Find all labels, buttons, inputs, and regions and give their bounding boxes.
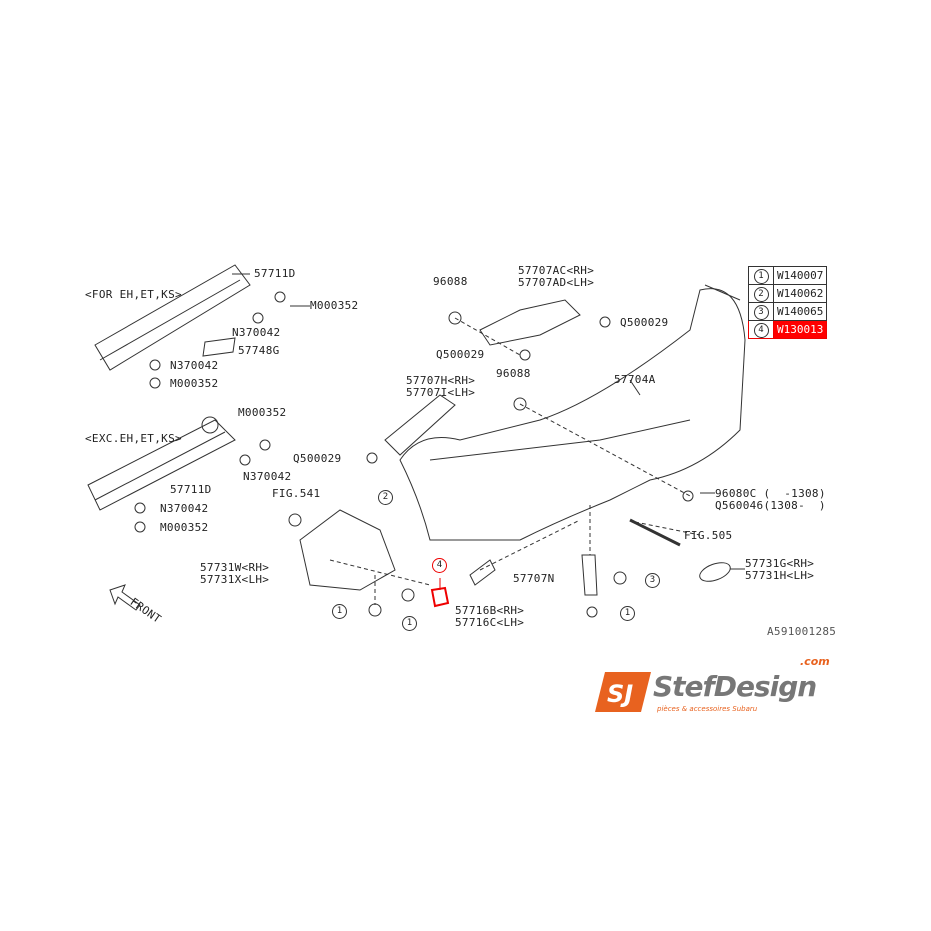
label-n370042-b: N370042	[170, 359, 219, 372]
legend-num-cell: 2	[748, 284, 774, 303]
label-57748g: 57748G	[238, 344, 280, 357]
label-96088-a: 96088	[433, 275, 468, 288]
label-m000352-a: M000352	[310, 299, 359, 312]
label-q560046: Q560046(1308- )	[715, 499, 826, 512]
solid-leaders	[232, 273, 745, 570]
dashed-leaders	[329, 317, 701, 605]
legend-num-cell: 4	[748, 320, 774, 339]
label-m000352-b: M000352	[170, 377, 219, 390]
label-57707ad: 57707AD<LH>	[518, 276, 595, 289]
clip-57716	[469, 559, 496, 586]
front-arrow-icon	[109, 584, 141, 611]
bumper-cover	[399, 288, 746, 541]
label-57707h: 57707H<RH>	[406, 374, 476, 387]
label-96080c: 96080C ( -1308)	[715, 487, 826, 500]
legend-num: 3	[753, 304, 769, 320]
label-m000352-c: M000352	[238, 406, 287, 419]
label-57731w: 57731W<RH>	[200, 561, 270, 574]
highlighted-clip	[430, 586, 450, 608]
label-fig505: FIG.505	[684, 529, 733, 542]
legend-num-cell: 1	[748, 266, 774, 285]
stefdesign-logo: SJ StefDesign .com pièces & accessoires …	[595, 656, 885, 724]
callout-2: 2	[378, 490, 393, 505]
reflector	[699, 562, 731, 582]
label-57731h: 57731H<LH>	[745, 569, 815, 582]
side-bracket	[384, 394, 456, 456]
reinforcement-upper	[94, 264, 251, 371]
legend-code: W130013	[772, 320, 828, 339]
legend-num-cell: 3	[748, 302, 774, 321]
label-q500029-a: Q500029	[620, 316, 669, 329]
logo-sd-badge-icon: SJ	[595, 672, 651, 712]
label-q500029-b: Q500029	[436, 348, 485, 361]
label-for-variant: <FOR EH,ET,KS>	[85, 288, 182, 301]
bumper-bracket-upper	[479, 299, 581, 346]
bumper-edge	[704, 284, 741, 301]
bumper-crease	[429, 419, 691, 461]
label-q500029-c: Q500029	[293, 452, 342, 465]
label-57707n: 57707N	[513, 572, 555, 585]
logo-tagline: pièces & accessoires Subaru	[657, 705, 758, 713]
callout-3: 3	[645, 573, 660, 588]
callout-1: 1	[332, 604, 347, 619]
diagram-code: A591001285	[767, 625, 837, 638]
legend-num: 1	[753, 268, 769, 284]
label-57707i: 57707I<LH>	[406, 386, 476, 399]
mud-guard	[299, 509, 396, 591]
label-n370042-a: N370042	[232, 326, 281, 339]
logo-name: StefDesign	[653, 670, 817, 703]
legend-code: W140062	[772, 284, 828, 303]
label-57704a: 57704A	[614, 373, 656, 386]
label-57716c: 57716C<LH>	[455, 616, 525, 629]
legend-code: W140065	[772, 302, 828, 321]
label-57707ac: 57707AC<RH>	[518, 264, 595, 277]
label-fig541: FIG.541	[272, 487, 321, 500]
label-n370042-c: N370042	[243, 470, 292, 483]
rod	[629, 518, 681, 547]
label-96088-b: 96088	[496, 367, 531, 380]
label-57711d-b: 57711D	[170, 483, 212, 496]
legend-num: 2	[753, 286, 769, 302]
label-57731x: 57731X<LH>	[200, 573, 270, 586]
bracket-plate	[202, 337, 236, 357]
logo-tld: .com	[800, 655, 830, 668]
callout-4: 4	[432, 558, 447, 573]
callout-1: 1	[402, 616, 417, 631]
fasteners	[134, 291, 694, 618]
reinforcement-lower	[87, 419, 236, 511]
label-57711d-a: 57711D	[254, 267, 296, 280]
label-m000352-d: M000352	[160, 521, 209, 534]
label-n370042-d: N370042	[160, 502, 209, 515]
callout-1: 1	[620, 606, 635, 621]
reinforcement-hole	[201, 416, 219, 434]
label-57731g: 57731G<RH>	[745, 557, 815, 570]
label-57716b: 57716B<RH>	[455, 604, 525, 617]
svg-text:SJ: SJ	[607, 680, 633, 708]
label-exc-variant: <EXC.EH,ET,KS>	[85, 432, 182, 445]
bracket-57707n	[581, 554, 598, 596]
legend-code: W140007	[772, 266, 828, 285]
legend-num: 4	[753, 322, 769, 338]
